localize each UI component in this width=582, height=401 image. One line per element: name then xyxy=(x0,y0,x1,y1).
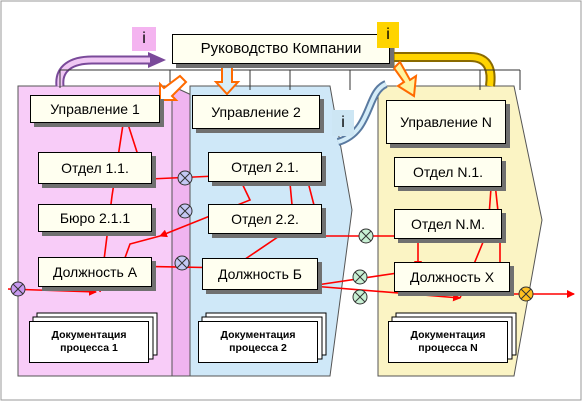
box-label: Должность Х xyxy=(409,269,495,285)
department-n-m-box[interactable]: Отдел N.M. xyxy=(394,209,502,239)
box-label: Управление N xyxy=(400,114,492,130)
info-badge-lane-1[interactable]: i xyxy=(132,27,156,51)
bureau-2-1-1-box[interactable]: Бюро 2.1.1 xyxy=(38,204,152,232)
top-to-lane-1-arrow xyxy=(159,74,188,101)
box-label: Бюро 2.1.1 xyxy=(59,210,131,226)
gateway-markers xyxy=(10,170,534,305)
box-label: Отдел 2.2. xyxy=(231,211,299,227)
department-1-1-box[interactable]: Отдел 1.1. xyxy=(38,152,152,184)
box-label: Должность Б xyxy=(218,266,302,282)
box-label: Отдел N.M. xyxy=(411,216,485,232)
lane-2-return-arrow-fill xyxy=(337,82,388,144)
department-n-1-box[interactable]: Отдел N.1. xyxy=(394,157,502,187)
doc-line-1: Документация xyxy=(220,329,296,341)
doc-line-1: Документация xyxy=(51,329,127,341)
top-management-label: Руководство Компании xyxy=(200,40,362,57)
info-icon: i xyxy=(142,30,146,47)
position-a-box[interactable]: Должность А xyxy=(38,257,152,287)
lane-1-return-arrowhead xyxy=(148,52,166,68)
top-to-lane-3-arrow xyxy=(392,60,418,98)
gateway-end xyxy=(518,286,534,302)
department-2-1-box[interactable]: Отдел 2.1. xyxy=(208,152,322,182)
gateway-lane1-lane2-a xyxy=(177,170,193,186)
box-label: Отдел N.1. xyxy=(412,164,484,180)
doc-line-1: Документация xyxy=(410,329,486,341)
gateway-lane2-lane3-b xyxy=(352,269,368,285)
box-label: Управление 2 xyxy=(211,104,301,120)
gateway-lane2-lane3-a xyxy=(358,228,374,244)
info-badge-lane-2[interactable]: i xyxy=(332,110,354,136)
management-1-box[interactable]: Управление 1 xyxy=(30,95,160,123)
info-icon: i xyxy=(386,26,390,43)
management-2-box[interactable]: Управление 2 xyxy=(192,95,320,129)
gateway-lane1-lane2-c xyxy=(174,255,190,271)
position-b-box[interactable]: Должность Б xyxy=(202,258,318,290)
doc-line-2: процесса N xyxy=(418,342,478,354)
position-x-box[interactable]: Должность Х xyxy=(394,262,510,292)
box-label: Отдел 2.1. xyxy=(231,159,299,175)
box-label: Отдел 1.1. xyxy=(61,160,129,176)
gateway-lane2-lane3-c xyxy=(352,289,368,305)
doc-line-2: процесса 1 xyxy=(60,342,118,354)
management-n-box[interactable]: Управление N xyxy=(386,100,506,144)
top-to-lane-2-arrow xyxy=(213,65,241,96)
hierarchy-connectors xyxy=(59,69,521,90)
info-badge-lane-3[interactable]: i xyxy=(377,22,399,48)
gateway-start xyxy=(10,281,26,297)
department-2-2-box[interactable]: Отдел 2.2. xyxy=(208,204,322,234)
info-icon: i xyxy=(341,114,345,131)
box-label: Управление 1 xyxy=(50,101,140,117)
box-label: Должность А xyxy=(52,264,138,280)
top-management-box[interactable]: Руководство Компании xyxy=(172,34,390,64)
lane-3-return-arrow-fill xyxy=(390,54,494,87)
gateway-lane1-lane2-b xyxy=(177,203,193,219)
doc-line-2: процесса 2 xyxy=(229,342,287,354)
